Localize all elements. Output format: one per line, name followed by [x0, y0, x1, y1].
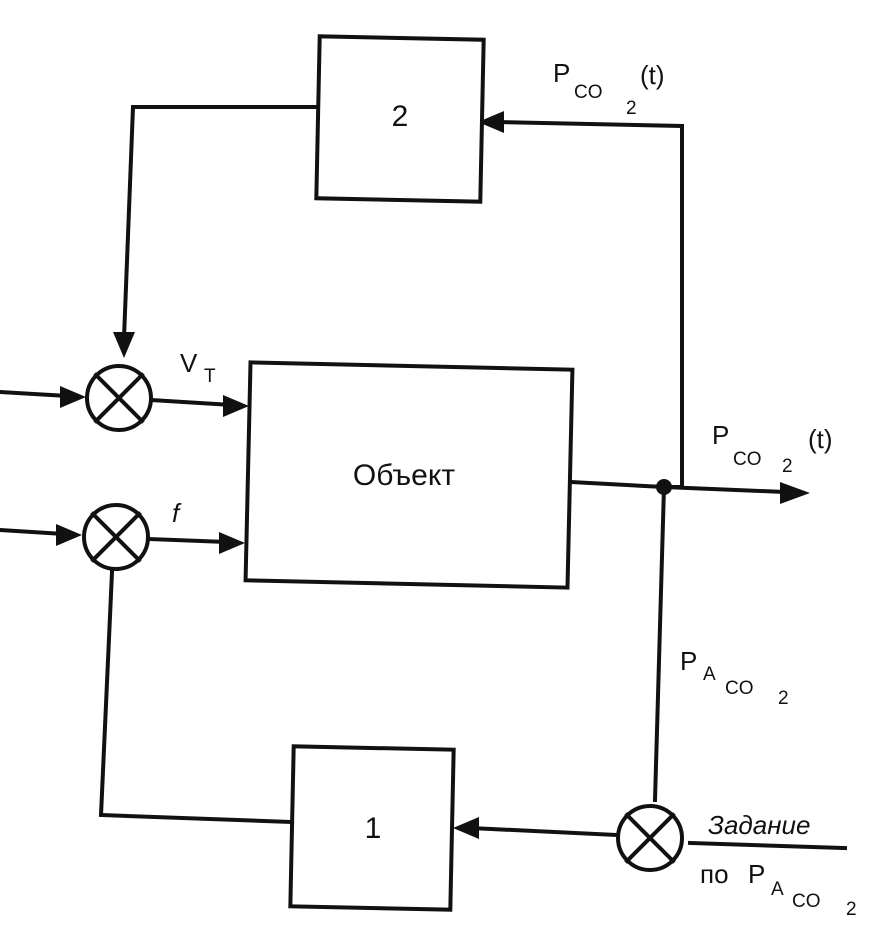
svg-text:(t): (t) — [640, 60, 665, 90]
block-1-label: 1 — [365, 812, 382, 845]
svg-text:(t): (t) — [808, 424, 833, 454]
arrow-into-block1 — [453, 817, 479, 839]
line-output-to-sum-setpoint — [652, 484, 667, 803]
svg-text:P: P — [680, 646, 697, 676]
svg-text:P: P — [748, 859, 765, 889]
arrow-into-object-top — [223, 395, 249, 417]
label-setpoint-line1: Задание — [708, 810, 810, 840]
label-pco2-top: P CO 2 (t) — [553, 58, 665, 119]
label-setpoint-line2: по P A CO 2 — [700, 859, 857, 920]
block-object — [243, 360, 575, 590]
arrow-into-object-bottom — [219, 532, 245, 554]
label-paco2: P A CO 2 — [680, 646, 789, 709]
block-2 — [314, 34, 486, 204]
svg-text:CO: CO — [792, 891, 821, 912]
svg-text:2: 2 — [782, 456, 793, 477]
line-sum-bottom-to-object — [145, 536, 231, 545]
arrow-into-block2 — [478, 111, 504, 133]
svg-text:CO: CO — [733, 449, 762, 470]
arrow-output — [780, 482, 810, 504]
block-1 — [288, 744, 456, 912]
block-2-label: 2 — [392, 100, 409, 133]
svg-text:по: по — [700, 859, 729, 889]
svg-text:CO: CO — [725, 678, 754, 699]
summing-junction-top — [85, 364, 153, 432]
svg-text:V: V — [180, 348, 198, 378]
line-sum-setpoint-to-block1 — [467, 825, 620, 838]
branch-point — [656, 479, 672, 495]
svg-text:T: T — [204, 366, 216, 387]
line-block1-to-sum-bottom — [98, 569, 295, 825]
label-vt: V T — [180, 348, 216, 387]
line-setpoint-input — [687, 840, 848, 851]
arrow-input-sum-top — [60, 386, 86, 408]
summing-junction-bottom — [82, 503, 150, 571]
svg-text:P: P — [553, 58, 570, 88]
line-sum-top-to-object — [148, 397, 235, 408]
svg-text:2: 2 — [846, 899, 857, 920]
line-input-to-sum-top — [0, 389, 71, 399]
svg-text:2: 2 — [626, 98, 637, 119]
block-object-label: Объект — [353, 459, 455, 492]
arrow-input-sum-bottom — [56, 524, 82, 546]
label-f: f — [172, 498, 182, 528]
label-pco2-output: P CO 2 (t) — [712, 420, 833, 477]
svg-text:A: A — [703, 664, 716, 685]
arrow-into-sum-top — [113, 332, 135, 358]
line-object-output — [568, 479, 788, 495]
svg-text:2: 2 — [778, 688, 789, 709]
line-block2-to-sum-top — [121, 105, 320, 341]
svg-text:CO: CO — [574, 82, 603, 103]
line-input-to-sum-bottom — [0, 527, 67, 537]
svg-text:P: P — [712, 420, 729, 450]
svg-text:A: A — [771, 879, 784, 900]
summing-junction-setpoint — [616, 804, 684, 872]
